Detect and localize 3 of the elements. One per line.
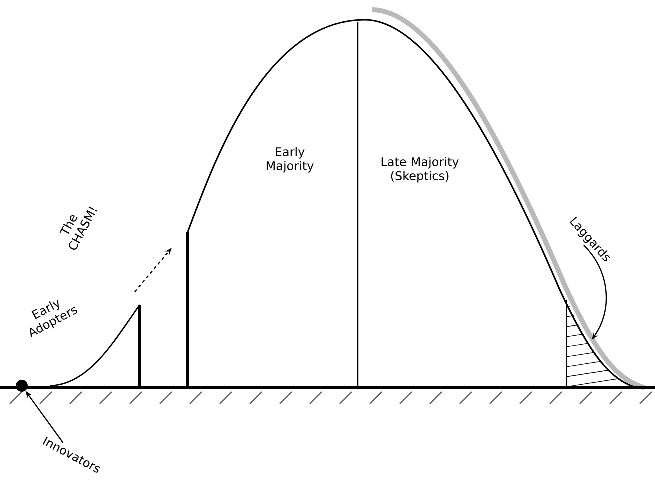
handwritten-label: Early Majority (266, 147, 314, 173)
handwritten-label: Late Majority (Skeptics) (382, 157, 459, 183)
dot (16, 380, 28, 392)
